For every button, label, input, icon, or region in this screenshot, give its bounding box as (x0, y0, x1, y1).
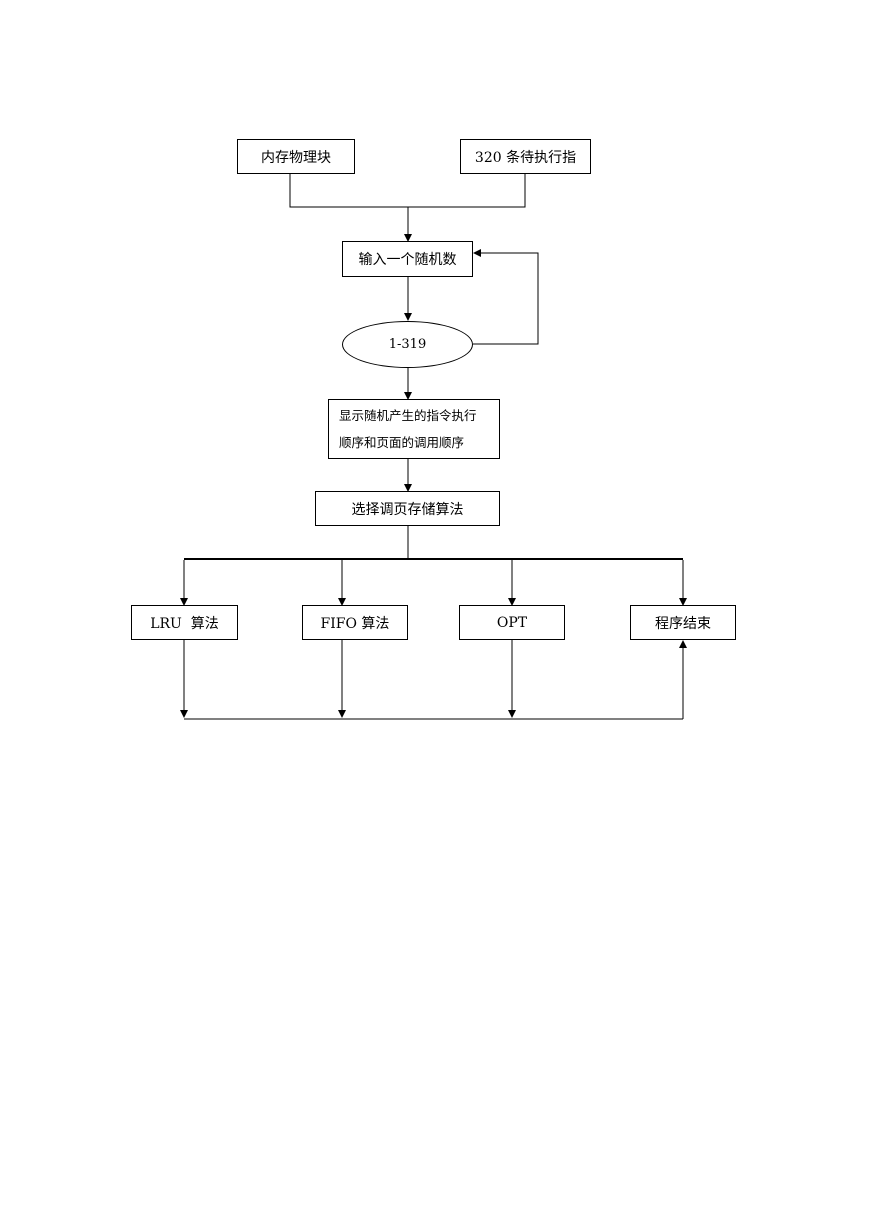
display-order-line1: 显示随机产生的指令执行 (339, 408, 477, 423)
memory-blocks-label: 内存物理块 (261, 149, 331, 166)
range-label: 1-319 (388, 337, 427, 352)
fifo-label: FIFO 算法 (320, 615, 390, 632)
memory-blocks-box: 内存物理块 (237, 139, 355, 174)
fifo-box: FIFO 算法 (302, 605, 408, 640)
input-random-box: 输入一个随机数 (342, 241, 473, 277)
display-order-box: 显示随机产生的指令执行 顺序和页面的调用顺序 (328, 399, 500, 459)
instructions-box: 320 条待执行指 (460, 139, 591, 174)
lru-box: LRU 算法 (131, 605, 238, 640)
input-random-label: 输入一个随机数 (358, 252, 457, 268)
display-order-line2: 顺序和页面的调用顺序 (339, 435, 465, 450)
opt-box: OPT (459, 605, 565, 640)
end-label: 程序结束 (655, 615, 711, 632)
select-algorithm-label: 选择调页存储算法 (351, 501, 464, 518)
select-algorithm-box: 选择调页存储算法 (315, 491, 500, 526)
connector-memory-down (289, 173, 526, 208)
range-oval: 1-319 (342, 321, 473, 368)
end-box: 程序结束 (630, 605, 736, 640)
opt-label: OPT (496, 614, 528, 631)
lru-label: LRU 算法 (150, 615, 219, 632)
instructions-label: 320 条待执行指 (474, 149, 577, 166)
loop-back-arrow (473, 249, 539, 345)
